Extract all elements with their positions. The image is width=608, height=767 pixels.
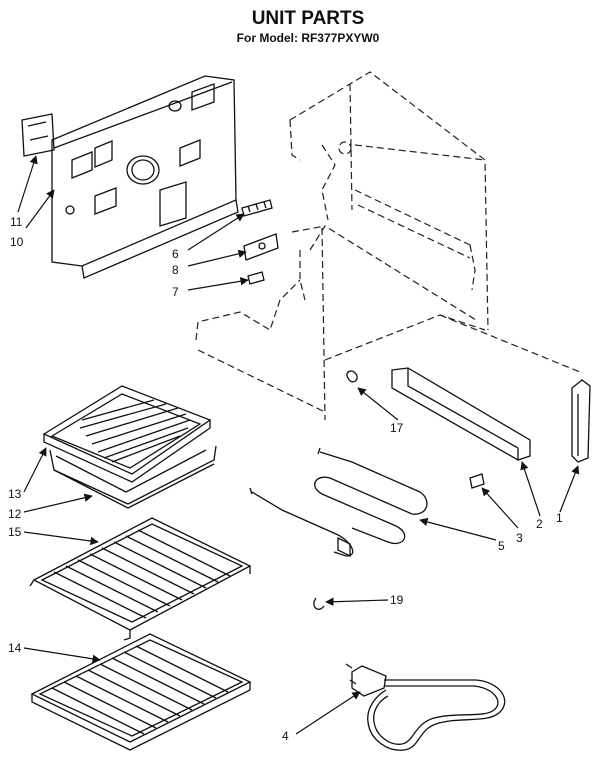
part-2-rail xyxy=(391,367,531,461)
callout-17: 17 xyxy=(390,421,404,435)
callout-1: 1 xyxy=(556,511,563,525)
part-12-broiler-pan xyxy=(49,445,217,509)
part-17-clip xyxy=(346,370,358,383)
model-subtitle: For Model: RF377PXYW0 xyxy=(237,31,380,45)
callout-4: 4 xyxy=(282,729,289,743)
part-15-oven-rack xyxy=(29,517,252,641)
callout-19: 19 xyxy=(390,593,404,607)
callout-13: 13 xyxy=(8,487,22,501)
callout-11: 11 xyxy=(10,215,23,229)
callout-5: 5 xyxy=(498,539,505,553)
part-1-side-trim xyxy=(571,379,591,463)
callouts: 11 10 6 8 7 17 1 2 3 5 13 12 15 19 14 4 xyxy=(8,215,563,743)
part-19-clip xyxy=(313,597,325,610)
part-10-rear-panel xyxy=(51,75,239,279)
callout-15: 15 xyxy=(8,525,22,539)
part-14-oven-rack xyxy=(30,633,252,751)
callout-10: 10 xyxy=(10,235,24,249)
page-title: UNIT PARTS xyxy=(252,8,365,29)
callout-3: 3 xyxy=(516,531,523,545)
callout-14: 14 xyxy=(8,641,22,655)
callout-6: 6 xyxy=(172,247,179,261)
callout-2: 2 xyxy=(536,517,543,531)
part-4-broil-element xyxy=(345,663,506,751)
callout-12: 12 xyxy=(8,507,22,521)
part-6-terminal-block xyxy=(241,199,273,217)
range-cabinet-dashed xyxy=(195,71,581,421)
callout-7: 7 xyxy=(172,285,179,299)
part-8-bracket xyxy=(243,233,279,261)
callout-8: 8 xyxy=(172,263,179,277)
part-5-bake-element xyxy=(249,447,428,558)
part-3-clip xyxy=(469,473,485,489)
leader-lines xyxy=(17,155,580,735)
part-13-broiler-grid xyxy=(42,385,212,483)
part-7-clip xyxy=(247,271,265,285)
part-11-bracket xyxy=(21,113,55,157)
